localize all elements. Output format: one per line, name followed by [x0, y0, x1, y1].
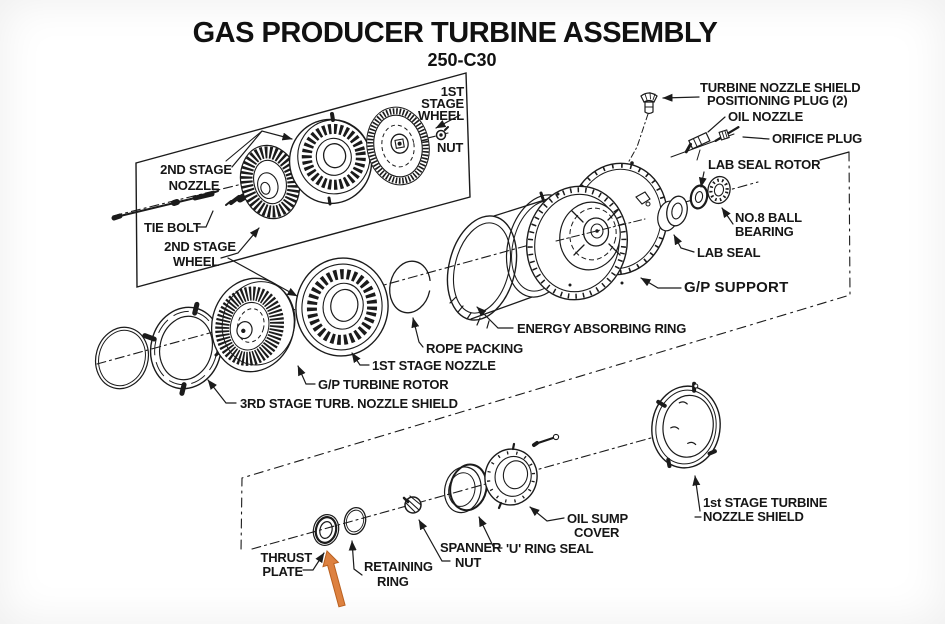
label-tie-bolt: TIE BOLT [144, 220, 201, 235]
rope-packing-drawing [389, 260, 431, 314]
leader-second-stage-wheel-assembled [227, 257, 298, 297]
part-labels: 1ST STAGE WHEEL NUT 2ND STAGE NOZZLE TIE… [144, 80, 862, 589]
second-stage-nozzle-drawing [288, 112, 373, 206]
leader-spanner-nut [418, 519, 451, 562]
label-spanner-nut: SPANNER [440, 540, 502, 555]
first-stage-wheel-drawing [366, 106, 430, 186]
small-bolt-drawing [532, 433, 560, 447]
label-oil-sump-cover: OIL SUMP [567, 511, 629, 526]
leader-tie-bolt [196, 210, 214, 228]
leader-retaining-ring [348, 540, 363, 576]
positioning-plug-drawing [640, 92, 658, 115]
leader-oil-sump-cover [529, 506, 565, 522]
svg-text:WHEEL: WHEEL [418, 108, 464, 123]
label-retaining-ring: RETAINING [364, 559, 433, 574]
tie-bolt-drawing [111, 190, 219, 221]
leader-energy-absorbing-ring [476, 306, 514, 329]
oil-sump-cover-drawing [484, 442, 538, 510]
guide-link-line [819, 151, 850, 161]
spanner-nut-drawing [402, 495, 422, 514]
label-second-stage-wheel: 2ND STAGE [164, 239, 236, 254]
guide-frame-line [240, 151, 851, 553]
leader-second-stage-wheel [220, 227, 260, 259]
gp-support-drawing [525, 162, 669, 301]
label-gp-support: G/P SUPPORT [684, 279, 788, 296]
annotation-arrow [322, 550, 346, 608]
leader-first-stage-wheel [435, 114, 461, 129]
label-u-ring-seal: 'U' RING SEAL [506, 541, 594, 556]
label-gp-turbine-rotor: G/P TURBINE ROTOR [318, 377, 449, 392]
label-energy-absorbing-ring: ENERGY ABSORBING RING [517, 321, 686, 336]
svg-text:NUT: NUT [455, 555, 481, 570]
leader-oil-nozzle [707, 116, 726, 133]
leader-first-stage-nozzle [351, 352, 370, 366]
label-no8-ball-bearing: NO.8 BALL [735, 210, 802, 225]
label-first-stage-wheel: 1ST [441, 84, 465, 99]
label-rope-packing: ROPE PACKING [426, 341, 523, 356]
nut-drawing [435, 126, 449, 141]
label-lab-seal-rotor: LAB SEAL ROTOR [708, 157, 821, 172]
label-orifice-plug: ORIFICE PLUG [772, 131, 862, 146]
model-number: 250-C30 [427, 50, 496, 70]
label-second-stage-nozzle: 2ND STAGE [160, 162, 232, 177]
first-stage-nozzle-drawing [295, 257, 389, 357]
lab-seal-drawing [657, 195, 688, 232]
svg-text:NOZZLE SHIELD: NOZZLE SHIELD [703, 509, 804, 524]
leader-orifice-plug [742, 136, 770, 140]
leader-first-stage-turbine-nozzle-shield [692, 475, 701, 512]
gp-turbine-rotor-drawing [210, 277, 296, 373]
lab-seal-rotor-drawing [689, 184, 709, 210]
plug-guide-line [623, 113, 649, 171]
leader-rope-packing [411, 317, 424, 348]
label-third-stage-shield: 3RD STAGE TURB. NOZZLE SHIELD [240, 396, 458, 411]
leader-lab-seal [673, 234, 695, 253]
orifice-plug-drawing [670, 126, 740, 158]
svg-text:POSITIONING PLUG (2): POSITIONING PLUG (2) [707, 93, 847, 108]
leader-gp-turbine-rotor [297, 365, 316, 385]
svg-text:BEARING: BEARING [735, 224, 794, 239]
retaining-ring-drawing [343, 507, 367, 535]
upper-assembly-box [135, 72, 471, 288]
no8-ball-bearing-drawing [707, 175, 731, 205]
leader-u-ring-seal [478, 516, 503, 549]
svg-text:WHEEL: WHEEL [173, 254, 219, 269]
u-ring-seal-drawing [443, 463, 488, 514]
svg-text:COVER: COVER [574, 525, 620, 540]
label-lab-seal: LAB SEAL [697, 245, 761, 260]
svg-text:PLATE: PLATE [262, 564, 303, 579]
label-first-stage-nozzle: 1ST STAGE NOZZLE [372, 358, 496, 373]
first-stage-turbine-nozzle-shield-drawing [651, 381, 721, 469]
leader-thrust-plate [302, 552, 325, 571]
leader-positioning-plug [662, 93, 700, 102]
leader-no8-ball-bearing [721, 207, 734, 225]
leader-third-stage-shield [207, 379, 237, 404]
oil-nozzle-drawing [684, 131, 711, 161]
leader-lines [196, 93, 770, 576]
leader-second-stage-nozzle-branch [225, 130, 263, 162]
svg-text:RING: RING [377, 574, 409, 589]
svg-text:NOZZLE: NOZZLE [169, 178, 220, 193]
label-positioning-plug: TURBINE NOZZLE SHIELD [700, 80, 860, 95]
label-thrust-plate: THRUST [260, 550, 312, 565]
label-oil-nozzle: OIL NOZZLE [728, 109, 804, 124]
label-first-stage-turbine-nozzle-shield: 1st STAGE TURBINE [703, 495, 828, 510]
axis-lower-assembly [251, 425, 695, 550]
svg-text:STAGE: STAGE [421, 96, 464, 111]
leader-lab-seal-rotor [698, 171, 707, 188]
thrust-plate-drawing [312, 514, 340, 546]
page-title: GAS PRODUCER TURBINE ASSEMBLY [193, 17, 718, 49]
open-ring-drawing [94, 326, 150, 390]
label-nut: NUT [437, 140, 463, 155]
leader-gp-support [640, 277, 682, 289]
